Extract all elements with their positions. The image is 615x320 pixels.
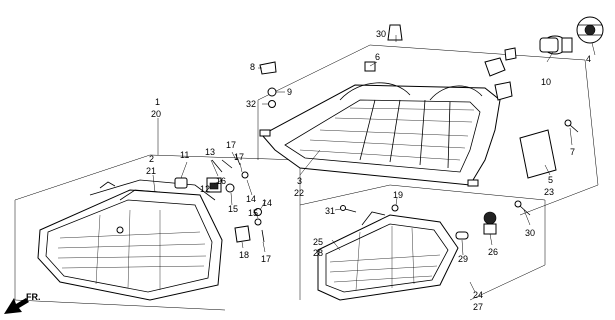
- clip-19: [391, 204, 399, 212]
- callout-12: 12: [200, 184, 210, 194]
- callout-8: 8: [250, 62, 255, 72]
- callout-6: 6: [375, 52, 380, 62]
- screw-17c: [261, 229, 265, 243]
- screw-17b: [211, 159, 223, 173]
- callout-15a: 15: [228, 204, 238, 214]
- adjuster-hardware: [174, 154, 265, 243]
- callout-22: 22: [294, 188, 304, 198]
- clip-parts: [259, 24, 517, 108]
- screw-31: [340, 205, 357, 213]
- cover-plate: [519, 129, 557, 179]
- clip-6: [364, 61, 376, 72]
- small-clip-2: [99, 181, 116, 189]
- callout-31: 31: [325, 206, 335, 216]
- screw-7: [564, 119, 579, 133]
- bracket-tab: [467, 179, 479, 187]
- callout-29: 29: [458, 254, 468, 264]
- part-11: [174, 177, 188, 189]
- screw-17a: [235, 154, 241, 166]
- callout-labels: 1 20 2 21 3 22 4 5 23 6 7 8 9 10 11 12 1…: [146, 29, 591, 312]
- bolt-30-top: [387, 24, 403, 41]
- washer-32: [268, 100, 276, 108]
- callout-4: 4: [586, 54, 591, 64]
- callout-14a: 14: [246, 194, 256, 204]
- callout-13: 13: [205, 147, 215, 157]
- callout-17a: 17: [226, 140, 236, 150]
- corner-light-assembly: [317, 204, 459, 301]
- callout-18: 18: [239, 250, 249, 260]
- part-14a: [241, 171, 249, 179]
- callout-28: 28: [313, 248, 323, 258]
- callout-27: 27: [473, 302, 483, 312]
- callout-2: 2: [149, 154, 154, 164]
- nut-9: [267, 87, 277, 97]
- bulb-socket-cap: [576, 16, 604, 44]
- aim-screw: [116, 226, 124, 234]
- callout-20: 20: [151, 109, 161, 119]
- part-15a: [225, 183, 235, 193]
- leader-lines: [152, 35, 596, 293]
- front-direction-arrow: FR.: [4, 292, 41, 314]
- clip-8: [259, 61, 277, 75]
- part-14b: [254, 218, 262, 226]
- callout-17b: 17: [234, 152, 244, 162]
- callout-14b: 14: [262, 198, 272, 208]
- bracket-tab: [259, 129, 271, 137]
- callout-15b: 15: [248, 208, 258, 218]
- part-18: [234, 225, 251, 243]
- callout-23: 23: [544, 187, 554, 197]
- headlight-bulb: [539, 35, 573, 55]
- headlight-bracket: [259, 82, 501, 187]
- callout-3: 3: [297, 176, 302, 186]
- marker-bulb: [455, 231, 469, 240]
- callout-10: 10: [541, 77, 551, 87]
- callout-1: 1: [155, 97, 160, 107]
- callout-30b: 30: [525, 228, 535, 238]
- headlight-assembly: [37, 179, 223, 301]
- callout-24: 24: [473, 290, 483, 300]
- callout-25: 25: [313, 237, 323, 247]
- screw-30-lower: [514, 200, 531, 216]
- front-label: FR.: [26, 292, 41, 302]
- callout-11: 11: [180, 150, 189, 160]
- callout-9: 9: [287, 87, 292, 97]
- screw-13: [221, 159, 233, 169]
- callout-17c: 17: [261, 254, 271, 264]
- callout-19: 19: [393, 190, 403, 200]
- callout-16: 16: [216, 176, 226, 186]
- callout-21: 21: [146, 166, 156, 176]
- callout-26: 26: [488, 247, 498, 257]
- part-15b: [254, 208, 262, 216]
- callout-7: 7: [570, 147, 575, 157]
- callout-32: 32: [246, 99, 256, 109]
- callout-5: 5: [548, 175, 553, 185]
- callout-30a: 30: [376, 29, 386, 39]
- marker-socket: [483, 211, 497, 235]
